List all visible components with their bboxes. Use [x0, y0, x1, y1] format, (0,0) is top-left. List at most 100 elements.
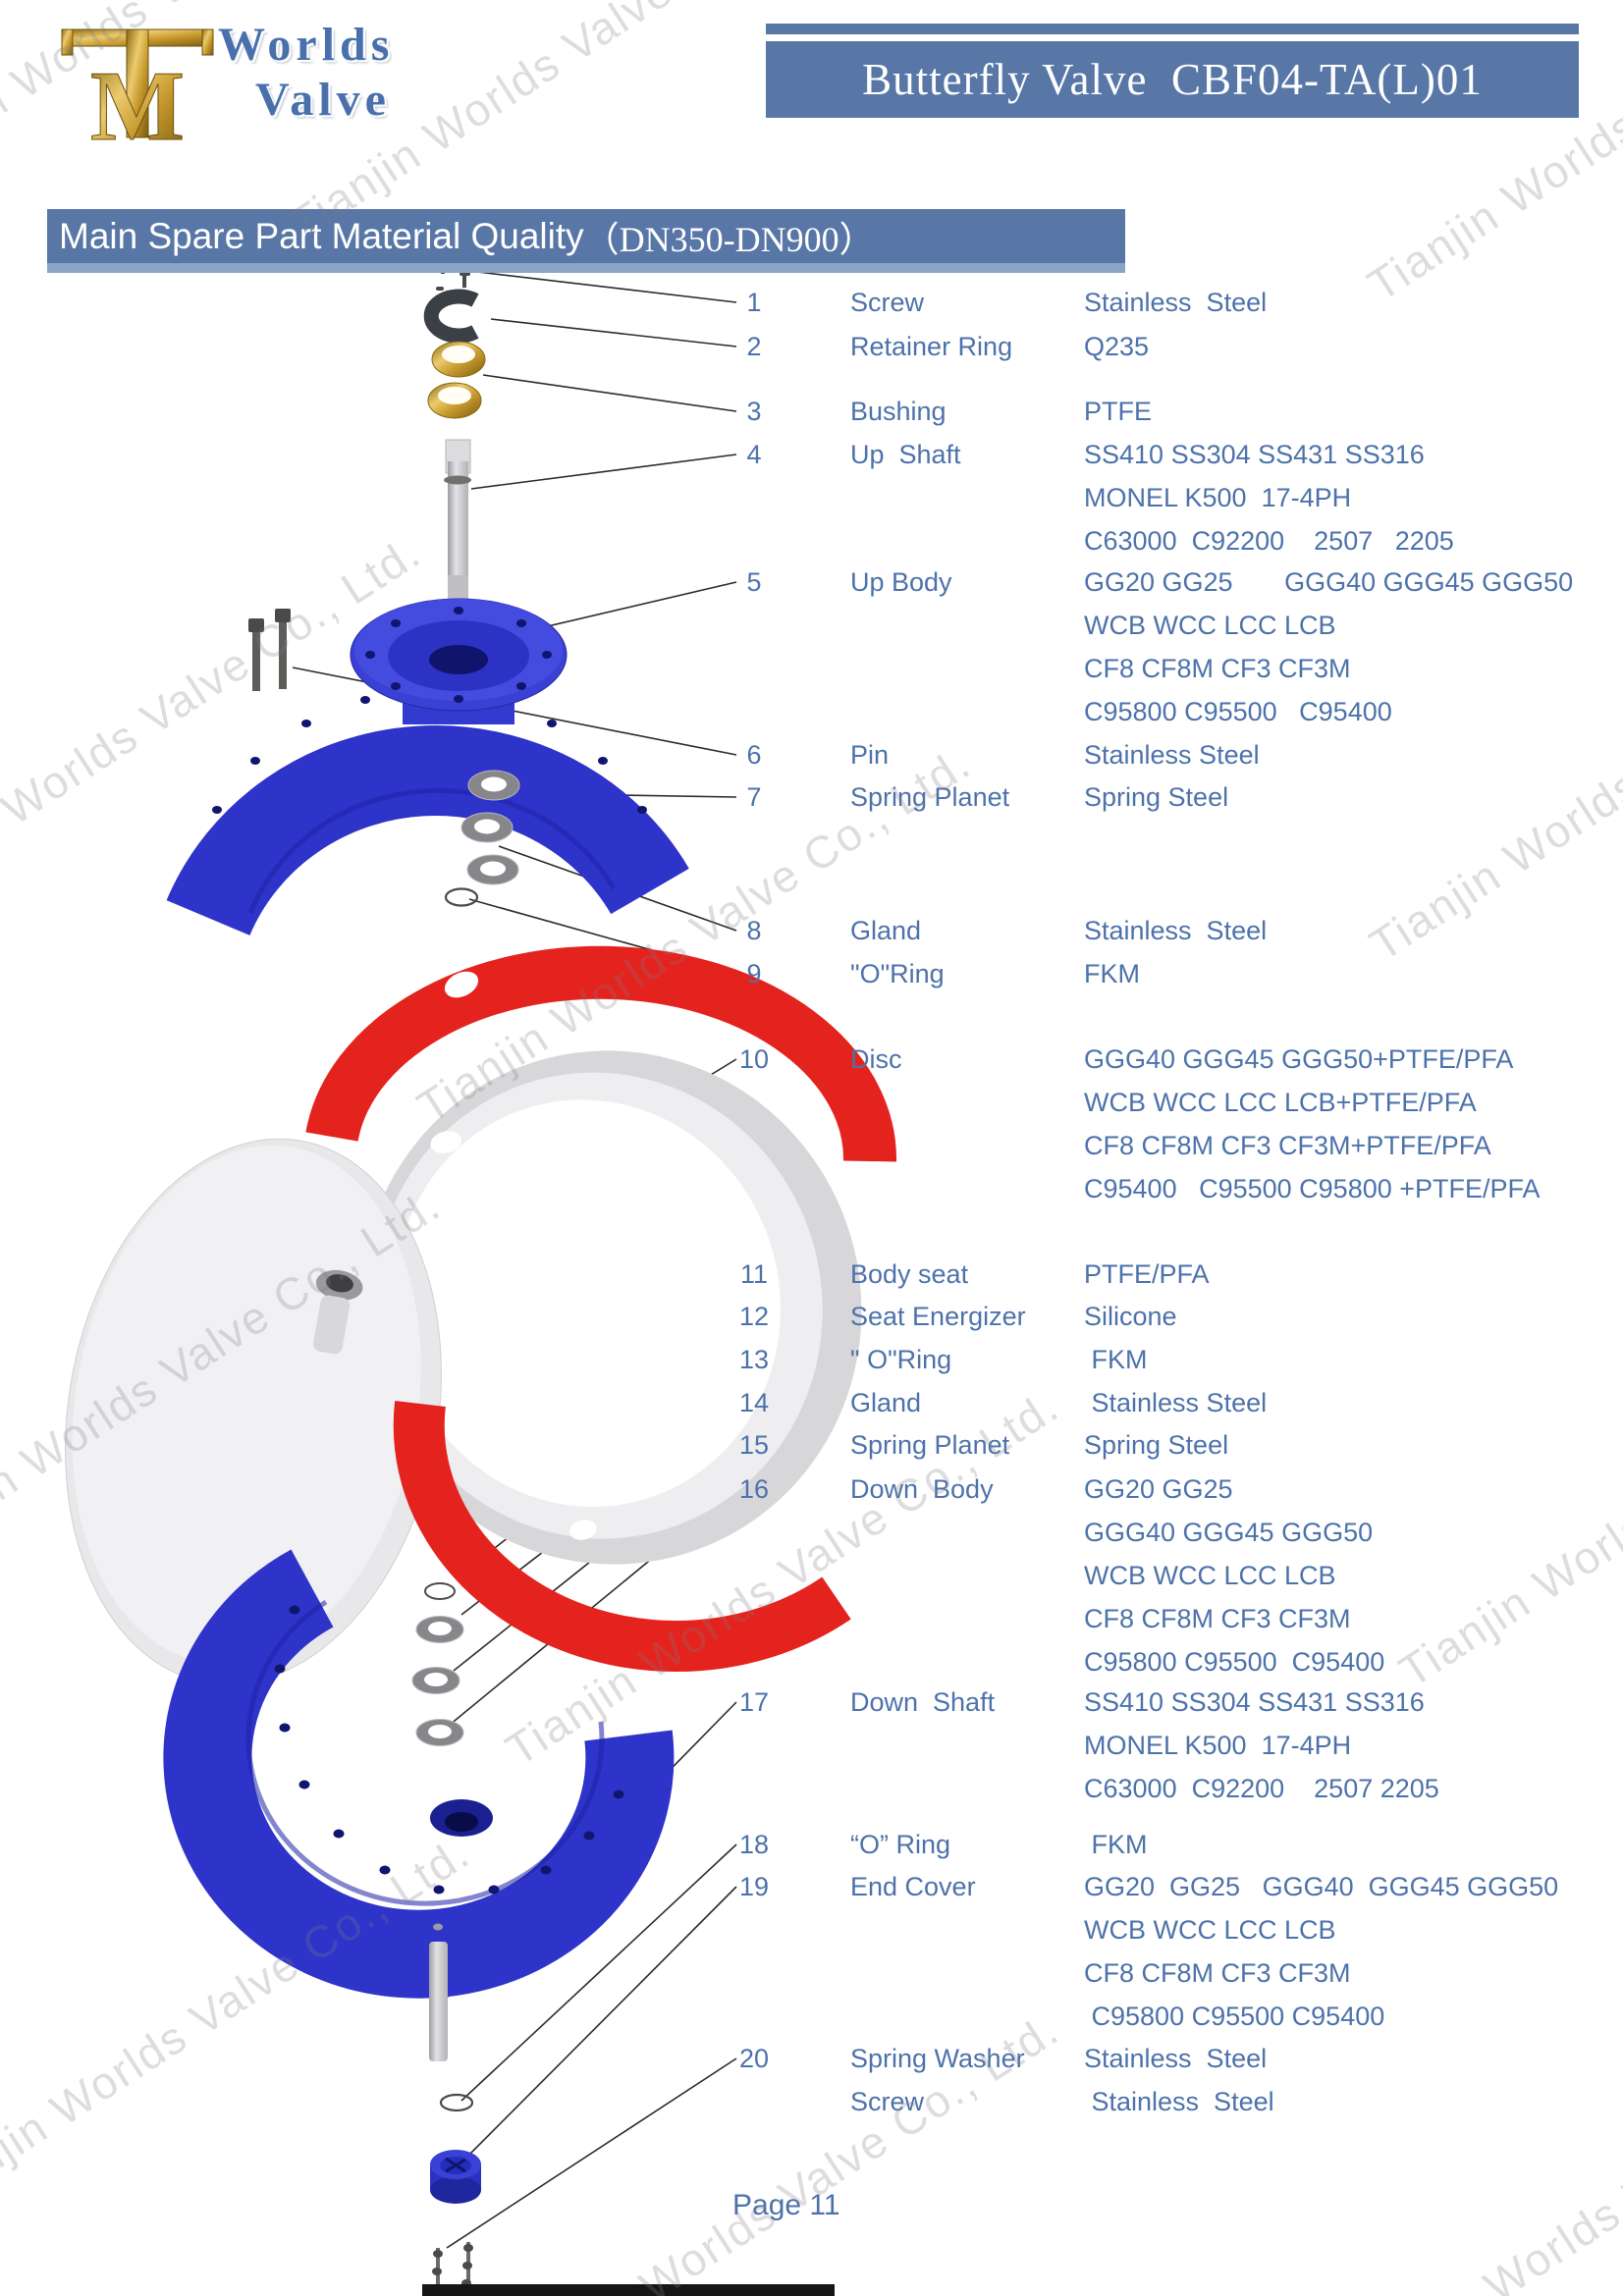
- part-name: Up Body: [850, 567, 952, 597]
- part-name: Spring Planet: [850, 1430, 1010, 1460]
- leader-line: [446, 2057, 737, 2249]
- part-materials: FKM: [1084, 1823, 1148, 1866]
- part-materials: FKM: [1084, 952, 1140, 995]
- part-name: Retainer Ring: [850, 332, 1013, 361]
- material-line: Silicone: [1084, 1302, 1177, 1331]
- material-line: PTFE/PFA: [1084, 1259, 1210, 1289]
- material-line: C95800 C95500 C95400: [1084, 697, 1392, 726]
- material-line: Stainless Steel: [1084, 916, 1268, 945]
- subtitle-bar: Main Spare Part Material Quality （DN350-…: [47, 209, 1125, 263]
- part-materials: PTFE: [1084, 390, 1152, 433]
- part-number: 9: [746, 959, 762, 988]
- leader-line: [459, 1886, 737, 2165]
- material-line: SS410 SS304 SS431 SS316: [1084, 440, 1425, 469]
- material-line: CF8 CF8M CF3 CF3M: [1084, 1604, 1351, 1633]
- part-number: 20: [738, 2044, 770, 2073]
- lower-washers-icon: [411, 1582, 464, 1746]
- part-name: Screw: [850, 2087, 925, 2116]
- part-number: 17: [738, 1687, 770, 1717]
- part-number: 19: [738, 1872, 770, 1901]
- material-line: GG20 GG25 GGG40 GGG45 GGG50: [1084, 567, 1574, 597]
- part-name: Spring Washer: [850, 2044, 1025, 2073]
- brand-valve: Valve: [255, 74, 391, 126]
- part-number: 10: [738, 1044, 770, 1074]
- leader-line: [490, 318, 737, 347]
- subtitle-text: Main Spare Part Material Quality: [59, 215, 584, 256]
- material-line: C95800 C95500 C95400: [1084, 2002, 1385, 2031]
- part-number: 6: [746, 740, 762, 770]
- part-name: Bushing: [850, 397, 947, 426]
- page-title: Butterfly Valve CBF04-TA(L)01: [862, 55, 1483, 104]
- part-name: "O"Ring: [850, 959, 945, 988]
- part-name: Disc: [850, 1044, 902, 1074]
- retainer-ring-icon: [423, 289, 479, 344]
- material-line: Stainless Steel: [1084, 2044, 1268, 2073]
- material-line: CF8 CF8M CF3 CF3M: [1084, 654, 1351, 683]
- material-line: CF8 CF8M CF3 CF3M: [1084, 1958, 1351, 1988]
- part-number: 12: [738, 1302, 770, 1331]
- part-number: 16: [738, 1474, 770, 1504]
- material-line: WCB WCC LCC LCB+PTFE/PFA: [1084, 1088, 1477, 1117]
- title-accent-bar: [766, 24, 1579, 34]
- part-materials: Stainless Steel: [1084, 2037, 1267, 2080]
- title-bar: Butterfly Valve CBF04-TA(L)01: [766, 41, 1579, 118]
- part-number: 2: [746, 332, 762, 361]
- pin-bolts-icon: [248, 609, 291, 691]
- part-name: End Cover: [850, 1872, 976, 1901]
- part-name: Spring Planet: [850, 782, 1010, 812]
- worlds-valve-logo-icon: M: [61, 28, 214, 151]
- footer-strip: [422, 2284, 835, 2296]
- material-line: C95800 C95500 C95400: [1084, 1647, 1385, 1677]
- part-name: Screw: [850, 288, 925, 317]
- material-line: FKM: [1084, 1345, 1148, 1374]
- material-line: GG20 GG25: [1084, 1474, 1233, 1504]
- material-line: GGG40 GGG45 GGG50+PTFE/PFA: [1084, 1044, 1514, 1074]
- material-line: Spring Steel: [1084, 1430, 1229, 1460]
- seat-energizer-upper-icon: [305, 945, 897, 1162]
- material-line: C63000 C92200 2507 2205: [1084, 526, 1454, 556]
- material-line: WCB WCC LCC LCB: [1084, 611, 1336, 640]
- part-number: 18: [738, 1830, 770, 1859]
- part-number: 13: [738, 1345, 770, 1374]
- material-line: PTFE: [1084, 397, 1153, 426]
- up-body-icon: [166, 598, 689, 936]
- part-name: Gland: [850, 916, 922, 945]
- part-number: 7: [746, 782, 762, 812]
- part-name: Down Shaft: [850, 1687, 996, 1717]
- up-shaft-icon: [444, 439, 471, 601]
- part-name: Up Shaft: [850, 440, 961, 469]
- bushing-icon: [427, 341, 486, 419]
- part-materials: PTFE/PFA: [1084, 1253, 1210, 1296]
- part-name: Pin: [850, 740, 890, 770]
- seat-energizer-lower-icon: [374, 1401, 851, 1724]
- material-line: Spring Steel: [1084, 782, 1229, 812]
- o-ring-icon: [444, 887, 479, 907]
- leader-line: [482, 374, 737, 412]
- brand-worlds: Worlds: [218, 19, 395, 71]
- material-line: WCB WCC LCC LCB: [1084, 1561, 1336, 1590]
- material-line: CF8 CF8M CF3 CF3M+PTFE/PFA: [1084, 1131, 1491, 1160]
- part-materials: GGG40 GGG45 GGG50+PTFE/PFA WCB WCC LCC LC…: [1084, 1038, 1541, 1210]
- down-body-icon: [163, 1549, 675, 1999]
- part-name: Down Body: [850, 1474, 994, 1504]
- material-line: FKM: [1084, 959, 1140, 988]
- leader-line: [468, 270, 737, 303]
- material-line: C63000 C92200 2507 2205: [1084, 1774, 1439, 1803]
- part-number: 8: [746, 916, 762, 945]
- material-line: Q235: [1084, 332, 1150, 361]
- part-materials: FKM: [1084, 1338, 1148, 1381]
- part-materials: Silicone: [1084, 1295, 1177, 1338]
- material-line: MONEL K500 17-4PH: [1084, 483, 1352, 512]
- part-materials: Stainless Steel: [1084, 1381, 1268, 1424]
- disc-icon: [65, 1138, 442, 1685]
- part-number: 15: [738, 1430, 770, 1460]
- leader-line: [460, 1843, 737, 2102]
